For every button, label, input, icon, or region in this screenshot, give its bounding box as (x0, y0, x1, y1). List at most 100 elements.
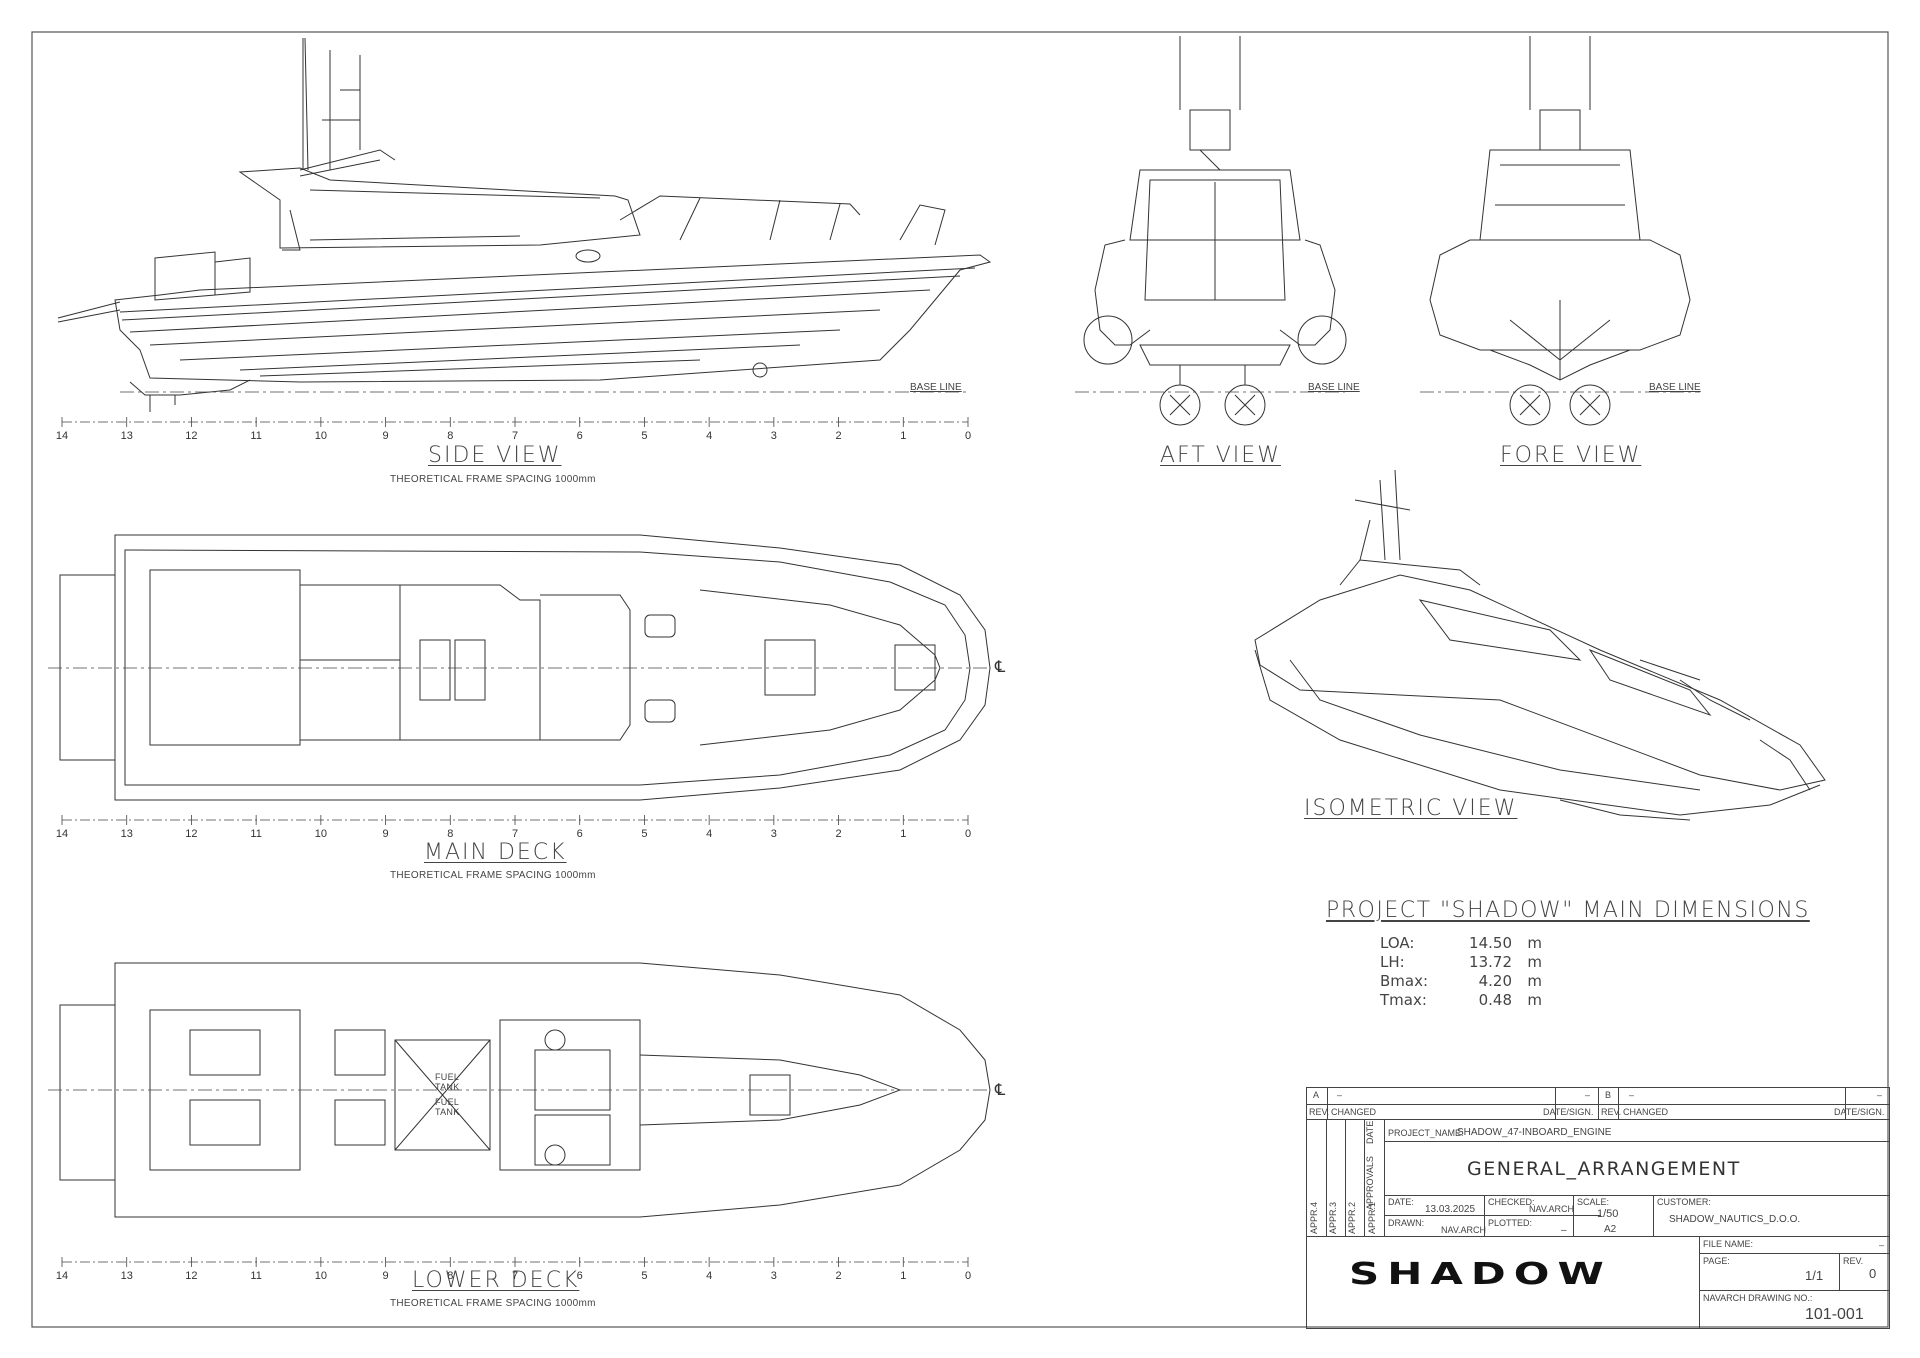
frame-tick-label: 8 (447, 1270, 454, 1282)
appr-2-label: APPR.2 (1347, 1201, 1357, 1234)
frame-tick-label: 9 (382, 828, 389, 840)
date-value: 13.03.2025 (1425, 1204, 1476, 1215)
plotted-label: PLOTTED: (1488, 1218, 1533, 1228)
drawing-no-value: 101-001 (1805, 1306, 1864, 1323)
frame-tick-label: 2 (835, 828, 842, 840)
frame-tick-label: 1 (900, 1270, 907, 1282)
checked-label: CHECKED: (1488, 1197, 1535, 1207)
frame-tick-label: 4 (706, 828, 713, 840)
frame-tick-label: 5 (641, 430, 648, 442)
frame-tick-label: 8 (447, 430, 454, 442)
frame-tick-label: 0 (964, 430, 972, 442)
side-view-subtitle: THEORETICAL FRAME SPACING 1000mm (390, 474, 596, 485)
drawn-label: DRAWN: (1388, 1218, 1425, 1228)
frame-tick-label: 6 (576, 1270, 583, 1282)
frame-tick-label: 0 (964, 828, 972, 840)
frame-tick-label: 4 (706, 1270, 713, 1282)
aft-view-drawing (1083, 36, 1347, 426)
frame-tick-label: 10 (314, 1270, 327, 1282)
rev-b-dash: – (1629, 1090, 1635, 1100)
centerline-symbol-main: ℄ (994, 657, 1006, 676)
shadow-logo: SHADOW (1349, 1256, 1612, 1292)
appr-3-label: APPR.3 (1328, 1201, 1338, 1234)
main-deck-subtitle: THEORETICAL FRAME SPACING 1000mm (390, 870, 596, 881)
rev-a-marker: A (1313, 1090, 1320, 1100)
lower-deck-title: LOWER DECK (412, 1268, 580, 1293)
rev-b-marker: B (1605, 1090, 1612, 1100)
frame-tick-label: 2 (835, 430, 842, 442)
frame-tick-label: 7 (511, 1270, 519, 1282)
appr-4-label: APPR.4 (1309, 1201, 1319, 1234)
drawn-value: NAV.ARCH (1441, 1225, 1487, 1235)
frame-tick-label: 0 (964, 1270, 972, 1282)
main-deck-drawing (59, 534, 991, 801)
frame-tick-label: 9 (382, 1270, 389, 1282)
frame-scales (61, 417, 969, 1267)
centerline-symbol-lower: ℄ (994, 1080, 1006, 1099)
frame-tick-label: 12 (185, 1270, 198, 1282)
customer-value: SHADOW_NAUTICS_D.O.O. (1669, 1214, 1801, 1225)
frame-tick-label: 13 (120, 430, 133, 442)
fuel-tank-label-1: FUEL TANK (435, 1072, 460, 1092)
frame-tick-label: 8 (447, 828, 454, 840)
fore-view-title: FORE VIEW (1500, 443, 1642, 468)
rev-b-date-dash: – (1877, 1090, 1883, 1100)
frame-tick-label: 9 (382, 430, 389, 442)
isometric-view-title: ISOMETRIC VIEW (1304, 796, 1518, 821)
frame-tick-label: 14 (55, 430, 69, 442)
date-col-label: DATE (1365, 1120, 1375, 1144)
paper-size: A2 (1604, 1224, 1617, 1235)
side-view-title: SIDE VIEW (428, 443, 562, 468)
frame-tick-label: 7 (511, 430, 519, 442)
rev-value: 0 (1869, 1266, 1877, 1281)
isometric-drawing (1254, 469, 1826, 821)
frame-tick-label: 2 (835, 1270, 842, 1282)
frame-tick-label: 13 (120, 828, 133, 840)
scale-value: 1/50 (1597, 1208, 1619, 1220)
sheet-border (31, 31, 1889, 1328)
date-sign-label-a: DATE/SIGN. (1543, 1107, 1594, 1117)
drawing-no-label: NAVARCH DRAWING NO.: (1703, 1293, 1813, 1303)
checked-value: NAV.ARCH (1529, 1204, 1575, 1214)
date-sign-label-b: DATE/SIGN. (1834, 1107, 1885, 1117)
frame-tick-label: 11 (250, 430, 262, 442)
project-name-label: PROJECT_NAME: (1388, 1128, 1464, 1138)
frame-tick-label: 5 (641, 1270, 648, 1282)
frame-tick-label: 11 (250, 828, 262, 840)
frame-tick-label: 6 (576, 828, 583, 840)
title-block: A – – B – – REV. CHANGED DATE/SIGN. REV.… (1306, 1087, 1890, 1329)
frame-tick-label: 12 (185, 430, 198, 442)
frame-tick-label: 3 (770, 430, 777, 442)
changed-label-b: CHANGED (1623, 1107, 1669, 1117)
project-name-value: SHADOW_47-INBOARD_ENGINE (1457, 1127, 1612, 1138)
frame-tick-label: 3 (770, 828, 777, 840)
aft-view-title: AFT VIEW (1160, 443, 1281, 468)
side-view-drawing (57, 37, 992, 412)
frame-tick-label: 10 (314, 430, 327, 442)
appr-1-label: APPR.1 (1367, 1201, 1377, 1234)
aft-base-line-label: BASE LINE (1308, 382, 1360, 393)
main-deck-title: MAIN DECK (424, 840, 567, 865)
frame-tick-label: 10 (314, 828, 327, 840)
customer-label: CUSTOMER: (1657, 1197, 1711, 1207)
rev-label-a: REV. (1309, 1107, 1330, 1117)
frame-tick-label: 4 (706, 430, 713, 442)
frame-tick-label: 7 (511, 828, 519, 840)
frame-tick-label: 13 (120, 1270, 133, 1282)
frame-tick-label: 12 (185, 828, 198, 840)
fore-view-drawing (1429, 36, 1691, 426)
frame-tick-label: 1 (900, 828, 907, 840)
changed-label-a: CHANGED (1331, 1107, 1377, 1117)
scale-label: SCALE: (1577, 1197, 1610, 1207)
file-name-label: FILE NAME: (1703, 1239, 1754, 1249)
side-base-line-label: BASE LINE (910, 382, 962, 393)
file-name-dash: – (1879, 1240, 1885, 1250)
page-value: 1/1 (1805, 1268, 1824, 1283)
fore-base-line-label: BASE LINE (1649, 382, 1701, 393)
